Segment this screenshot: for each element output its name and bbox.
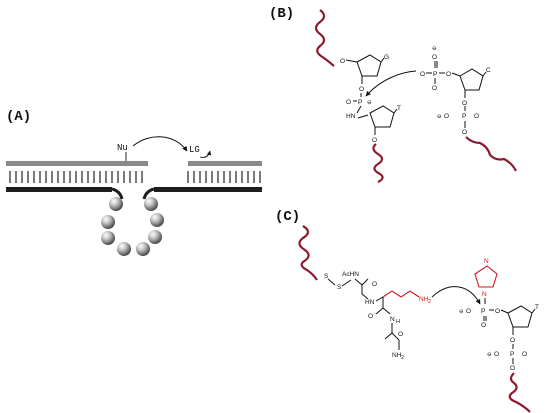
amide-o-2: O <box>368 313 373 320</box>
o3-lower-label: O <box>372 137 377 144</box>
c-o3-label: O <box>510 337 515 344</box>
sugar-ring-c-t <box>507 305 533 328</box>
s2-label: S <box>337 284 342 291</box>
imidazole-ring <box>474 265 498 288</box>
p-oxo-label: O <box>346 99 351 106</box>
nh-lower-h: H <box>396 319 400 325</box>
c-p-o-right: O <box>495 308 500 315</box>
base-t: T <box>397 105 401 112</box>
base-pair-ticks <box>9 171 261 183</box>
attack-arrow-c <box>431 286 481 305</box>
o5-label: O <box>340 58 345 65</box>
amide-o-3: O <box>398 331 403 338</box>
c-p-minus: ⊖ <box>459 309 464 315</box>
imidazole-n-bottom: N <box>482 291 487 298</box>
c-p2-minus: ⊖ <box>487 352 492 358</box>
hn-label: HN <box>365 299 375 306</box>
h2n-subscript: 2 <box>401 355 404 361</box>
panel-b-ligation-structure: O G O P O ⊖ HN T O O P O O ⊖ O C O <box>314 9 517 183</box>
panel-c-peptide-structure: S S AcHN O HN NH 2 O N H O NH 2 N N P O <box>298 225 539 413</box>
dna-strand-right <box>465 136 517 172</box>
base-c: C <box>486 67 491 74</box>
p-label: P <box>358 99 362 106</box>
dna-strand-c-top <box>298 225 318 281</box>
p-top-minus: ⊖ <box>432 46 437 52</box>
bead <box>144 197 158 211</box>
nucleotide-beads <box>101 197 164 256</box>
bead <box>136 242 150 256</box>
lower-strand-left <box>6 187 112 192</box>
attack-arrow <box>132 136 188 152</box>
h2n-label: NH <box>392 352 402 359</box>
imidazole-n-top: N <box>484 258 489 265</box>
panel-label-a: (A) <box>6 109 31 125</box>
right-p-label: P <box>433 71 437 78</box>
right2-o-label: O <box>474 113 479 120</box>
right2-p-label: P <box>462 113 466 120</box>
base-g: G <box>384 54 389 61</box>
leaving-arrow <box>199 150 212 158</box>
c-p2-o-left: O <box>494 351 499 358</box>
c-p2-o-bottom: O <box>510 365 515 372</box>
bead <box>101 215 115 229</box>
p-top-o: O <box>432 54 437 61</box>
p-bottom-o: O <box>432 85 437 92</box>
nh2-label: NH <box>419 296 429 303</box>
sugar-ring-g <box>356 54 382 77</box>
amide-o-1: O <box>372 281 377 288</box>
dna-strand-top <box>314 9 335 67</box>
o3-right-label: O <box>462 100 467 107</box>
bead <box>117 242 131 256</box>
sugar-ring-c <box>459 68 484 91</box>
attack-arrow-b <box>365 70 417 97</box>
bead <box>150 213 164 227</box>
dna-strand-c-bottom <box>508 372 531 413</box>
upper-strand-left <box>6 161 148 166</box>
c-p-o-left: O <box>466 308 471 315</box>
nh-lower-label: N <box>390 316 395 323</box>
bead <box>148 230 162 244</box>
right2-minus: ⊖ <box>437 114 442 120</box>
right-p-o-label: O <box>446 71 451 78</box>
c-p2-o-right: O <box>522 351 527 358</box>
right2-bottom-o: O <box>462 129 467 136</box>
lower-strand-right <box>154 187 262 192</box>
minus-symbol: ⊖ <box>367 100 372 106</box>
nh2-subscript: 2 <box>428 299 431 305</box>
nh-label: HN <box>346 113 356 120</box>
achn-label: AcHN <box>342 271 359 278</box>
lysine-chain <box>382 290 420 298</box>
panel-label-c: (C) <box>275 209 300 225</box>
panel-label-b: (B) <box>269 6 294 22</box>
bead <box>101 231 115 245</box>
right2-ominus: O <box>444 113 449 120</box>
panel-a-template-diagram: Nu LG <box>6 136 262 256</box>
sugar-ring-t <box>369 105 395 128</box>
c-p2-label: P <box>510 351 514 358</box>
bead <box>109 197 123 211</box>
bridge-o-label: O <box>420 71 425 78</box>
nu-label: Nu <box>117 143 128 153</box>
s1-label: S <box>324 273 329 280</box>
dna-strand-bottom <box>372 143 384 183</box>
c-p-o-bottom: O <box>481 322 486 329</box>
lg-label: LG <box>189 145 200 155</box>
o3-label: O <box>359 86 364 93</box>
c-base-t: T <box>535 304 539 311</box>
lower-strand-loop-left <box>111 187 124 200</box>
lower-strand-loop-right <box>142 187 155 200</box>
upper-strand-right <box>188 161 262 166</box>
c-p-label: P <box>481 308 485 315</box>
